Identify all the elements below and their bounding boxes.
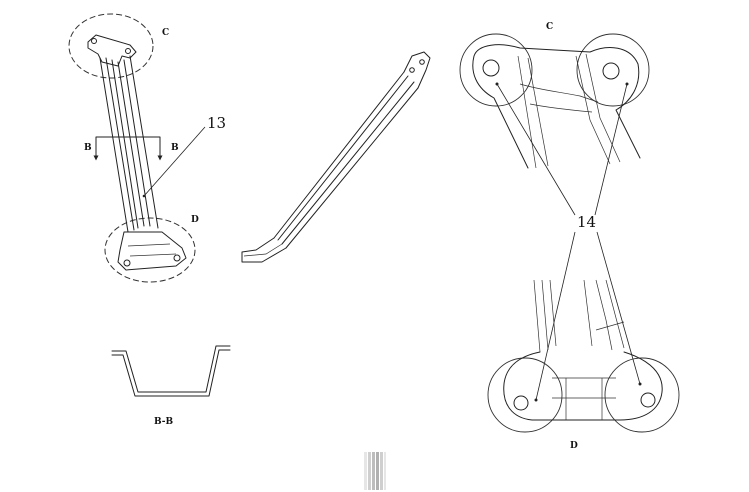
detail-d-outline	[503, 351, 663, 421]
label-section-b-left: B	[84, 143, 92, 153]
detail-d-dot-right	[638, 382, 642, 386]
leader-14-c-left	[496, 83, 576, 216]
channel-edge-4	[117, 61, 145, 227]
detail-d-circle-left	[487, 357, 563, 433]
detail-d-rib-3	[549, 279, 557, 347]
detail-d-rib-7	[595, 321, 625, 331]
bottom-flange-crease-2	[129, 253, 177, 257]
section-cut-line	[95, 136, 161, 153]
detail-d-circle-right	[604, 357, 680, 433]
channel-edge-1	[99, 57, 129, 233]
section-profile-outer	[111, 345, 231, 393]
channel-edge-3	[111, 59, 139, 229]
label-part-14: 14	[577, 213, 596, 231]
detail-c-circle-right	[576, 33, 650, 107]
top-left-hole	[91, 38, 97, 44]
channel-edge-6	[129, 55, 159, 229]
detail-c-dashed-ellipse	[68, 13, 154, 79]
side-bottom-foot	[241, 237, 287, 263]
side-edge-4	[285, 87, 419, 249]
detail-c-view: C	[459, 22, 650, 169]
detail-c-rib-5	[519, 83, 599, 103]
label-detail-d-large: D	[570, 441, 578, 451]
detail-d-rib-1	[533, 279, 541, 353]
bottom-left-hole	[123, 259, 131, 267]
leader-13-dot	[142, 194, 146, 198]
side-edge-1	[273, 71, 405, 239]
top-right-hole	[125, 48, 131, 54]
bottom-flange-crease	[127, 243, 171, 247]
leader-14-c-right	[594, 83, 628, 216]
label-section-b-right: B	[171, 143, 179, 153]
detail-c-outline	[472, 44, 641, 169]
top-flange	[87, 34, 137, 67]
detail-d-view: D	[487, 279, 680, 451]
leader-14-d-left	[535, 231, 576, 401]
detail-d-rib-2	[541, 279, 549, 351]
front-view-bracket: C D B B 13	[68, 13, 226, 283]
side-view-bracket	[241, 51, 431, 263]
detail-c-rib-4	[585, 53, 621, 163]
detail-d-crease-3	[565, 378, 603, 420]
detail-c-hole-right	[602, 62, 620, 80]
bottom-center-mark	[364, 452, 386, 490]
detail-c-rib-2	[527, 57, 549, 167]
detail-c-circle-left	[459, 33, 533, 107]
channel-edge-2	[105, 57, 135, 231]
detail-c-hole-left	[482, 59, 500, 77]
label-part-13: 13	[207, 114, 226, 132]
label-detail-d-small: D	[191, 215, 199, 225]
side-foot-crease	[243, 243, 283, 257]
bottom-flange	[117, 231, 187, 271]
side-edge-3	[281, 81, 415, 245]
detail-d-hole-right	[640, 392, 656, 408]
detail-d-dashed-ellipse	[104, 217, 196, 283]
side-tab-hole-1	[409, 67, 415, 73]
detail-c-rib-6	[529, 103, 593, 113]
leaders-14: 14	[496, 83, 641, 401]
leader-13	[143, 126, 206, 197]
leader-14-d-right	[596, 231, 641, 385]
detail-c-rib-1	[517, 55, 537, 169]
section-bb-view: B-B	[111, 345, 231, 427]
detail-c-rib-3	[575, 55, 611, 165]
detail-d-rib-6	[605, 279, 625, 349]
label-detail-c-small: C	[162, 28, 169, 38]
side-top-tab	[403, 51, 431, 89]
detail-d-dot-left	[534, 398, 538, 402]
detail-d-hole-left	[513, 395, 529, 411]
channel-edge-5	[123, 59, 151, 227]
label-section-title: B-B	[154, 417, 174, 427]
detail-d-rib-4	[583, 279, 593, 347]
detail-d-rib-5	[595, 279, 613, 351]
section-profile-inner	[111, 349, 231, 397]
bottom-right-hole	[173, 254, 181, 262]
label-detail-c-large: C	[546, 22, 553, 32]
side-tab-hole-2	[419, 59, 425, 65]
side-edge-2	[277, 75, 409, 241]
